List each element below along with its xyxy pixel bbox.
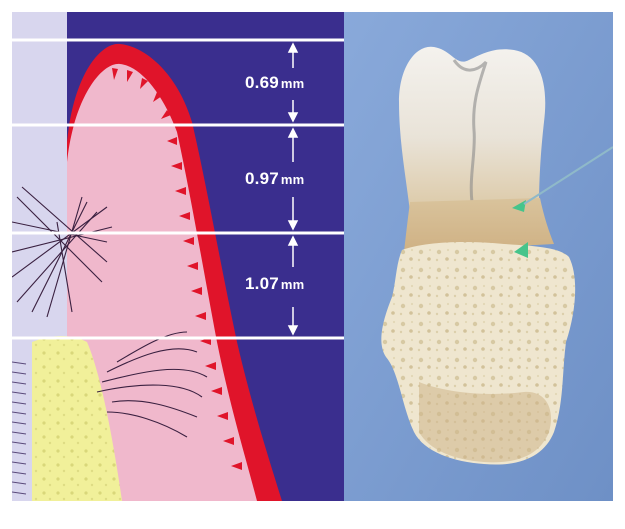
measurement-value: 0.97	[245, 169, 279, 188]
extracted-tooth-photo	[344, 12, 613, 501]
measurement-value: 0.69	[245, 73, 279, 92]
bone-shadow	[419, 382, 551, 462]
photo-svg	[344, 12, 613, 501]
measurement-unit: mm	[281, 76, 305, 91]
measurement-unit: mm	[281, 277, 305, 292]
measurement-value: 1.07	[245, 274, 279, 293]
measurement-unit: mm	[281, 172, 305, 187]
